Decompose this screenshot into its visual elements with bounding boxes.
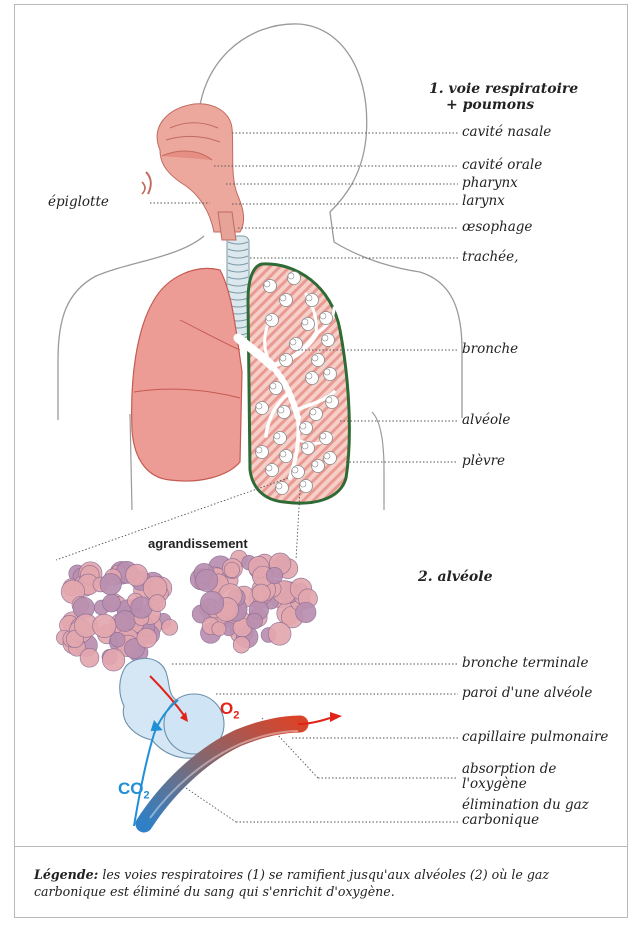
alveolar-sac	[115, 611, 136, 632]
alveolus-puff	[312, 460, 325, 473]
label-epiglottis: épiglotte	[48, 196, 109, 210]
alveolar-sac	[247, 613, 263, 629]
alveolus-puff	[310, 408, 323, 421]
alveolus-puff	[266, 464, 279, 477]
caption: Légende: les voies respiratoires (1) se …	[34, 866, 624, 900]
alveolus-puff	[290, 338, 303, 351]
o2-symbol: O2	[220, 700, 239, 721]
lung-left	[132, 268, 242, 481]
label-oral-cavity: cavité orale	[462, 159, 542, 173]
label-pharynx: pharynx	[462, 177, 518, 191]
label-trachea: trachée,	[462, 251, 518, 265]
alveolar-sac	[266, 567, 282, 583]
enlargement-label: agrandissement	[148, 536, 248, 551]
label-pleura: plèvre	[462, 455, 505, 469]
alveolus-puff	[256, 402, 269, 415]
alveolar-sac	[149, 595, 166, 612]
alveolar-sac	[200, 591, 223, 614]
label-nasal-cavity: cavité nasale	[462, 126, 551, 140]
alveolus-puff	[324, 452, 337, 465]
label-alveolar-wall: paroi d'une alvéole	[462, 687, 592, 701]
alveolus-puff	[280, 294, 293, 307]
alveolus-puff	[274, 432, 287, 445]
alveolus-puff	[292, 466, 305, 479]
alveolar-sac	[102, 649, 124, 671]
section-1-title: 1. voie respiratoire	[429, 82, 578, 97]
alveolus-puff	[302, 318, 315, 331]
alveolus-puff	[300, 422, 313, 435]
alveolus-puff	[264, 280, 277, 293]
alveolus-puff	[306, 372, 319, 385]
alveolus-puff	[280, 354, 293, 367]
alveolus-puff	[302, 442, 315, 455]
alveolus-puff	[276, 482, 289, 495]
co2-symbol: CO2	[118, 780, 150, 801]
alveolar-sac	[162, 619, 178, 635]
alveolar-sac	[100, 574, 121, 595]
alveolar-sac	[252, 584, 270, 602]
alveolar-sac	[137, 628, 157, 648]
alveolar-sac	[110, 632, 125, 647]
caption-text: les voies respiratoires (1) se ramifient…	[34, 867, 549, 899]
alveolus-puff	[326, 396, 339, 409]
alveolus-puff	[306, 294, 319, 307]
alveolus-puff	[320, 432, 333, 445]
label-oxygen-absorption: absorption de l'oxygène	[462, 762, 592, 792]
label-esophagus: œsophage	[462, 221, 532, 235]
alveolar-sacs	[56, 550, 317, 671]
alveolus-puff	[280, 450, 293, 463]
alveolus-puff	[322, 334, 335, 347]
alveolar-sac	[233, 637, 250, 654]
alveolus-puff	[266, 314, 279, 327]
alveolar-sac	[268, 622, 291, 645]
alveolar-sac	[224, 562, 239, 577]
label-terminal-bronchus: bronche terminale	[462, 657, 589, 671]
section-2-title: 2. alvéole	[418, 570, 492, 585]
label-alveolus: alvéole	[462, 414, 510, 428]
alveolus-puff	[278, 406, 291, 419]
alveolar-sac	[103, 594, 121, 612]
arm-line-right	[372, 412, 384, 510]
alveolus-puff	[320, 312, 333, 325]
alveolar-sac	[212, 622, 226, 636]
alveolus-puff	[288, 272, 301, 285]
alveolus-puff	[300, 480, 313, 493]
alveolar-sac	[80, 648, 99, 667]
caption-prefix: Légende:	[34, 867, 98, 882]
section-1-subtitle: + poumons	[446, 98, 534, 113]
label-co2-elimination: élimination du gaz carbonique	[462, 798, 612, 828]
alveolus-puff	[324, 368, 337, 381]
alveolus-puff	[270, 382, 283, 395]
alveolus-puff	[312, 354, 325, 367]
alveolar-sac	[296, 602, 316, 622]
label-larynx: larynx	[462, 195, 505, 209]
alveolar-sac	[196, 569, 218, 591]
alveolus-puff	[256, 446, 269, 459]
label-bronchus: bronche	[462, 343, 518, 357]
label-pulmonary-capillary: capillaire pulmonaire	[462, 731, 608, 745]
caption-divider	[14, 846, 628, 847]
